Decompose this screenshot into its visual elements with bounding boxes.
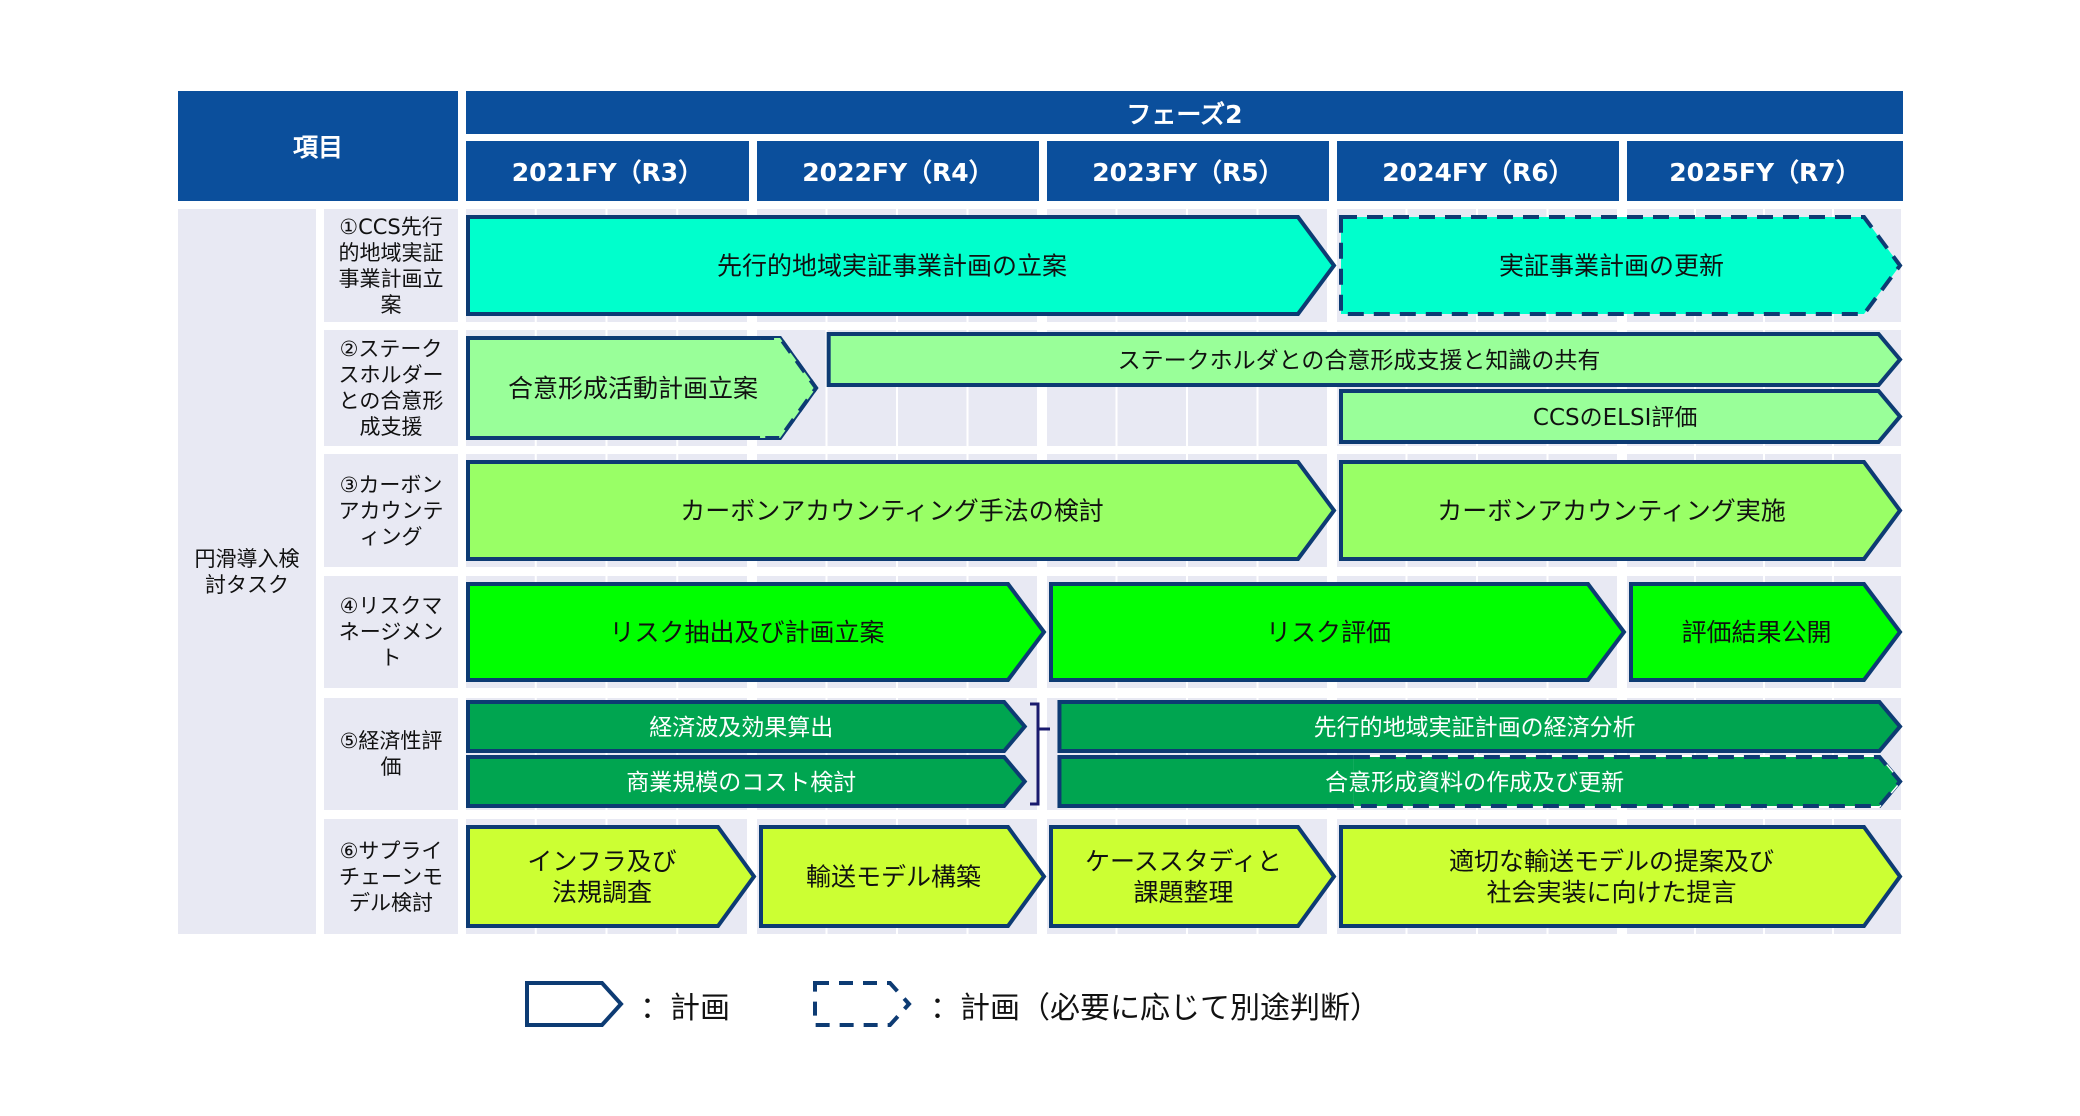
legend-dashed-icon — [813, 981, 912, 1027]
gantt-bar — [466, 755, 1028, 808]
gantt-bar — [466, 215, 1337, 316]
row-label-text: ③カーボンアカウンティング — [338, 472, 444, 549]
gantt-bar-label: 経済波及効果算出 — [649, 715, 833, 741]
row-label-text: ⑤経済性評価 — [339, 729, 443, 779]
row-label-2: ②ステークスホルダーとの合意形成支援 — [324, 330, 458, 446]
gantt-bar-label: ステークホルダとの合意形成支援と知識の共有 — [1118, 348, 1601, 374]
phase-header: フェーズ2 — [466, 91, 1903, 134]
gantt-bar — [466, 825, 757, 928]
gantt-bar-label: 評価結果公開 — [1681, 618, 1831, 647]
year-header-2021: 2021FY（R3） — [466, 141, 749, 201]
row-label-4: ④リスクマネージメント — [324, 576, 458, 688]
gantt-bar-label: リスク評価 — [1266, 618, 1391, 647]
group-label-text: 円滑導入検討タスク — [194, 546, 300, 597]
group-label: 円滑導入検討タスク — [178, 209, 316, 934]
gantt-bar-label: カーボンアカウンティング手法の検討 — [680, 497, 1104, 526]
gantt-bar-label: リスク抽出及び計画立案 — [609, 618, 884, 647]
gantt-bar-label: インフラ及び法規調査 — [527, 847, 676, 907]
gantt-bar-label: 商業規模のコスト検討 — [626, 770, 856, 796]
item-header: 項目 — [178, 91, 458, 201]
year-header-2023: 2023FY（R5） — [1047, 141, 1329, 201]
gantt-bar-label: 実証事業計画の更新 — [1499, 252, 1724, 281]
row-label-text: ①CCS先行的地域実証事業計画立案 — [338, 214, 444, 317]
gantt-bar-label: CCSのELSI評価 — [1533, 405, 1697, 431]
gantt-bar — [1049, 582, 1627, 682]
gantt-bar — [759, 825, 1047, 928]
legend-solid-label: ：計画 — [640, 991, 730, 1026]
row-label-text: ②ステークスホルダーとの合意形成支援 — [338, 337, 444, 439]
gantt-bar — [466, 700, 1028, 753]
gantt-bar — [1339, 215, 1903, 316]
gantt-bar-label: 先行的地域実証計画の経済分析 — [1314, 715, 1636, 741]
gantt-bar — [1629, 582, 1903, 682]
row-label-5: ⑤経済性評価 — [324, 698, 458, 810]
bar-dashed-fill — [1353, 757, 1900, 806]
year-header-2025: 2025FY（R7） — [1627, 141, 1903, 201]
legend-solid-icon — [525, 981, 624, 1027]
year-header-2024: 2024FY（R6） — [1337, 141, 1619, 201]
bar-tip-fill — [760, 338, 817, 438]
year-header-2022: 2022FY（R4） — [757, 141, 1039, 201]
bar-dashed-edge — [1353, 755, 1903, 808]
bar-dashed-edge — [760, 336, 819, 440]
row-label-1: ①CCS先行的地域実証事業計画立案 — [324, 209, 458, 322]
gantt-bar-label: 適切な輸送モデルの提案及び社会実装に向けた提言 — [1449, 847, 1774, 907]
row-label-text: ④リスクマネージメント — [338, 594, 444, 670]
gantt-bar — [1339, 389, 1903, 444]
gantt-bar — [1057, 700, 1903, 753]
gantt-bar-label: 合意形成活動計画立案 — [508, 374, 758, 403]
gantt-bar — [826, 332, 1903, 387]
gantt-bar — [1339, 460, 1903, 561]
gantt-bar-label: 合意形成資料の作成及び更新 — [1325, 770, 1624, 796]
gantt-bar — [466, 460, 1337, 561]
gantt-bar — [466, 582, 1047, 682]
gantt-bar — [1049, 825, 1337, 928]
gantt-bar-label: ケーススタディと課題整理 — [1085, 847, 1282, 907]
bracket-connector — [1030, 702, 1050, 806]
row-label-text: ⑥サプライチェーンモデル検討 — [339, 838, 443, 915]
legend-dashed-label: ：計画（必要に応じて別途判断） — [930, 991, 1380, 1026]
gantt-bar-label: カーボンアカウンティング実施 — [1437, 497, 1786, 526]
gantt-bar-label: 輸送モデル構築 — [806, 863, 981, 892]
row-label-3: ③カーボンアカウンティング — [324, 454, 458, 567]
gantt-bar — [1339, 825, 1903, 928]
row-label-6: ⑥サプライチェーンモデル検討 — [324, 819, 458, 934]
gantt-bar-label: 先行的地域実証事業計画の立案 — [717, 252, 1067, 281]
